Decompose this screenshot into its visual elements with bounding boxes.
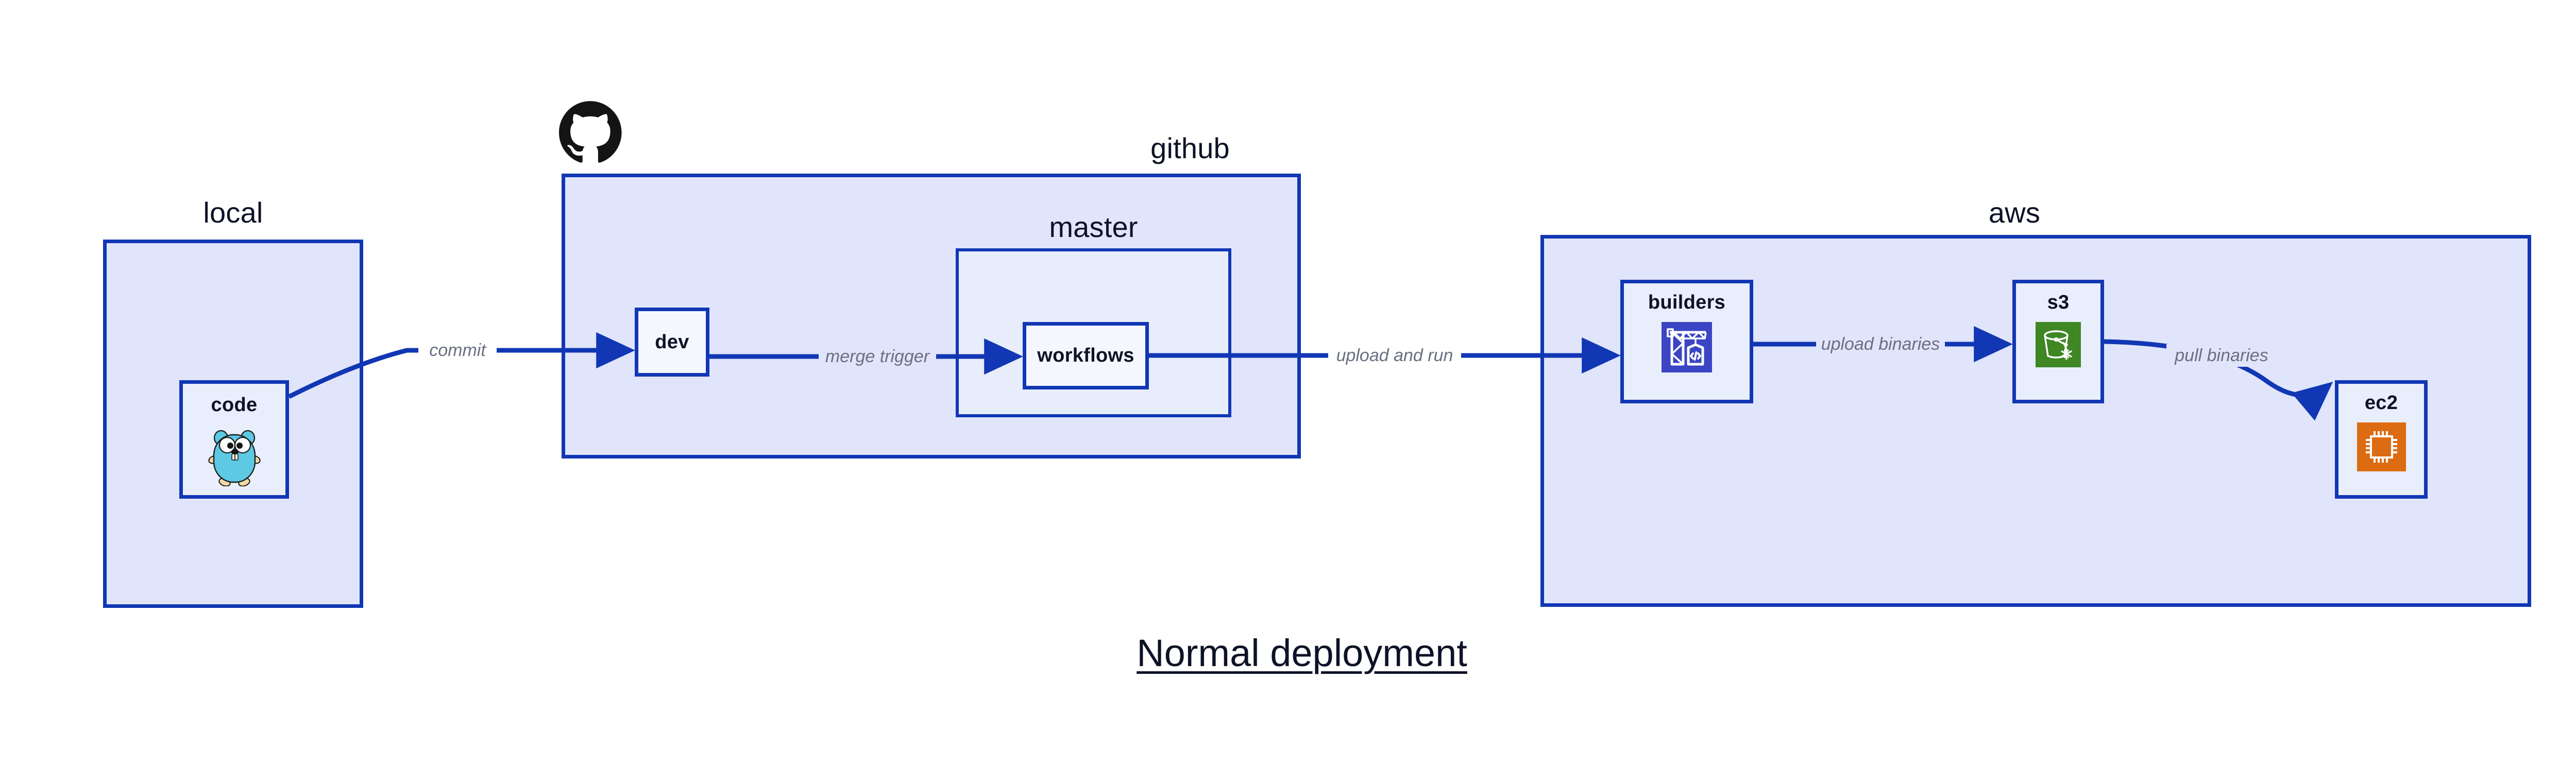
group-aws-label: aws: [1988, 196, 2041, 229]
diagram-title: Normal deployment: [1137, 632, 1467, 674]
node-s3[interactable]: s3: [2012, 280, 2104, 403]
node-s3-label: s3: [2047, 292, 2070, 313]
edge-label-upload-binaries: upload binaries: [1821, 334, 1940, 354]
aws-codebuild-icon: [1662, 322, 1712, 375]
edge-label-pull-binaries: pull binaries: [2175, 346, 2268, 365]
node-ec2[interactable]: ec2: [2335, 380, 2428, 499]
node-code-label: code: [211, 394, 258, 416]
edge-label-commit: commit: [429, 341, 486, 360]
group-github-label: github: [1150, 132, 1230, 164]
edge-label-merge-trigger: merge trigger: [825, 347, 930, 366]
node-workflows-label: workflows: [1037, 345, 1134, 366]
aws-s3-glacier-icon: [2036, 322, 2081, 370]
node-builders[interactable]: builders: [1620, 280, 1753, 403]
node-code[interactable]: code: [179, 380, 289, 499]
node-workflows[interactable]: workflows: [1023, 322, 1149, 389]
node-dev-label: dev: [655, 331, 689, 353]
group-master-label: master: [1049, 211, 1138, 243]
edge-label-upload-and-run: upload and run: [1336, 346, 1453, 365]
group-local-label: local: [203, 196, 263, 229]
go-gopher-icon: [208, 426, 261, 489]
node-dev[interactable]: dev: [635, 308, 709, 377]
node-ec2-label: ec2: [2364, 392, 2398, 414]
github-octocat-logo: [559, 99, 622, 165]
aws-ec2-icon: [2357, 422, 2406, 474]
node-builders-label: builders: [1648, 292, 1726, 313]
